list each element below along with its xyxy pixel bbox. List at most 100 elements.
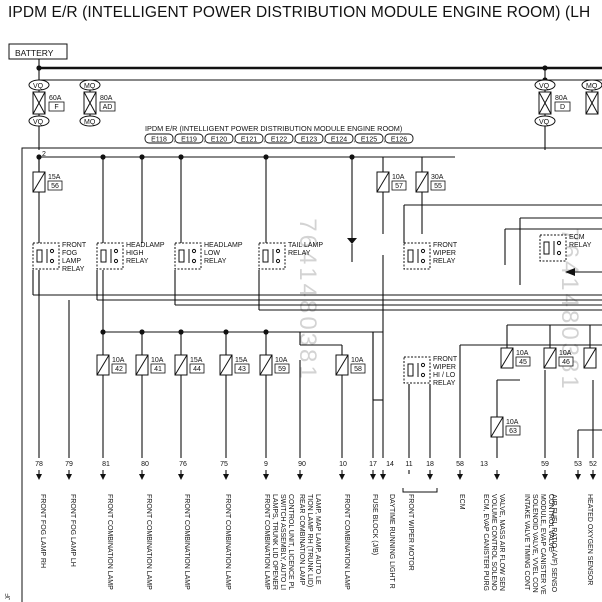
fuse-amp: 30A — [431, 174, 444, 181]
output-arrow — [590, 474, 596, 480]
connector-separator: , — [353, 137, 355, 144]
fusible-link-id: AD — [103, 104, 113, 111]
connector-oval — [79, 115, 101, 127]
fuse-element — [135, 354, 149, 376]
connector-tag — [234, 133, 264, 144]
fuse-element — [490, 416, 504, 438]
fuse-number: 59 — [278, 366, 286, 373]
pin-number: 80 — [141, 461, 149, 468]
fusible-link-code: VQ — [33, 119, 44, 126]
output-label-line: LAMPS, TRUNK LID OPENER — [271, 494, 278, 590]
output-label-line: CONTROL UNIT, LICENCE PL — [287, 494, 294, 590]
fuse-number: 42 — [115, 366, 123, 373]
bus-junction-dot — [178, 329, 184, 335]
connector-id: E122 — [271, 137, 287, 144]
relay-contact — [49, 258, 55, 264]
relay-label-line: FRONT — [433, 356, 458, 363]
fusible-link-code: VQ — [539, 119, 550, 126]
relay-coil — [407, 249, 414, 263]
fuse-number: 41 — [154, 366, 162, 373]
output-label-line: ECM — [458, 494, 465, 510]
relay-label-line: RELAY — [62, 266, 85, 273]
fusible-link-id-box — [99, 101, 116, 112]
output-label: FRONT COMBINATION LAMP — [183, 494, 190, 590]
module-boundary — [21, 147, 602, 602]
rail-junction-dot — [263, 154, 269, 160]
relay-label-line: HI / LO — [433, 372, 456, 379]
rail-junction-dot — [100, 154, 106, 160]
fuse-amp: 10A — [392, 174, 405, 181]
fuse-element — [335, 354, 349, 376]
output-label-line: ECM, EVAP CANISTER PURG — [482, 494, 489, 591]
connector-oval — [534, 79, 556, 91]
output-label-line: FRONT FOG LAMP LH — [69, 494, 76, 567]
relay-contact — [420, 258, 426, 264]
pin-number: 10 — [339, 461, 347, 468]
connector-separator: , — [293, 137, 295, 144]
relay-coil — [543, 241, 550, 255]
connector-tag — [324, 133, 354, 144]
output-label-line: FRONT COMBINATION LAMP — [263, 494, 270, 590]
fuse-element — [259, 354, 273, 376]
relay-contact — [420, 362, 426, 368]
relay-label-line: FRONT — [433, 242, 458, 249]
connector-id: E126 — [391, 137, 407, 144]
bus-junction-dot — [139, 329, 145, 335]
fusible-link-id: D — [560, 104, 565, 111]
output-arrow — [575, 474, 581, 480]
fuse-amp: 10A — [351, 357, 364, 364]
fuse-number-box — [189, 363, 205, 374]
output-label-line: FRONT COMBINATION LAMP — [224, 494, 231, 590]
fuse-element — [219, 354, 233, 376]
rail-junction-dot — [349, 154, 355, 160]
fuse-element — [174, 354, 188, 376]
fuse-number: 45 — [519, 359, 527, 366]
fuse-element — [583, 347, 597, 369]
output-label-line: INTAKE VALVE TIMING CONT — [523, 494, 530, 591]
battery-label: BATTERY — [15, 48, 54, 58]
relay-contact — [113, 258, 119, 264]
relay-contact — [191, 248, 197, 254]
output-label-line: SOLENOID VALVE, VVEL CON — [531, 494, 538, 593]
pin-number: 79 — [65, 461, 73, 468]
connector-id: E124 — [331, 137, 347, 144]
connector-separator: , — [233, 137, 235, 144]
fuse-element — [376, 171, 390, 193]
bus-junction-dot — [542, 65, 548, 71]
output-label-line: FRONT COMBINATION LAMP — [106, 494, 113, 590]
fuse-element — [96, 354, 110, 376]
output-arrow — [139, 474, 145, 480]
relay-label-line: FOG — [62, 250, 77, 257]
relay-label-line: ECM — [569, 234, 585, 241]
relay-coil — [262, 249, 269, 263]
fusible-link-code: VQ — [539, 83, 550, 90]
connector-id: E119 — [181, 137, 197, 144]
fuse-number-box — [350, 363, 366, 374]
fusible-link-code: MQ — [84, 119, 96, 126]
fuse-number: 44 — [193, 366, 201, 373]
connector-tag — [354, 133, 384, 144]
fusible-link-amp: 80A — [100, 95, 113, 102]
bus-junction-dot — [100, 329, 106, 335]
pin-number: 90 — [298, 461, 306, 468]
relay-contact — [556, 240, 562, 246]
node-label: 2 — [42, 151, 46, 158]
connector-separator: , — [323, 137, 325, 144]
diagram-title: IPDM E/R (INTELLIGENT POWER DISTRIBUTION… — [8, 4, 591, 21]
bus-junction-dot — [36, 65, 42, 71]
fuse-number-box — [150, 363, 166, 374]
fusible-link-code: MQ — [84, 83, 96, 90]
output-arrow — [542, 474, 548, 480]
relay-label-line: TAIL LAMP — [288, 242, 323, 249]
fusible-link-amp: 60A — [49, 95, 62, 102]
connector-separator: , — [203, 137, 205, 144]
